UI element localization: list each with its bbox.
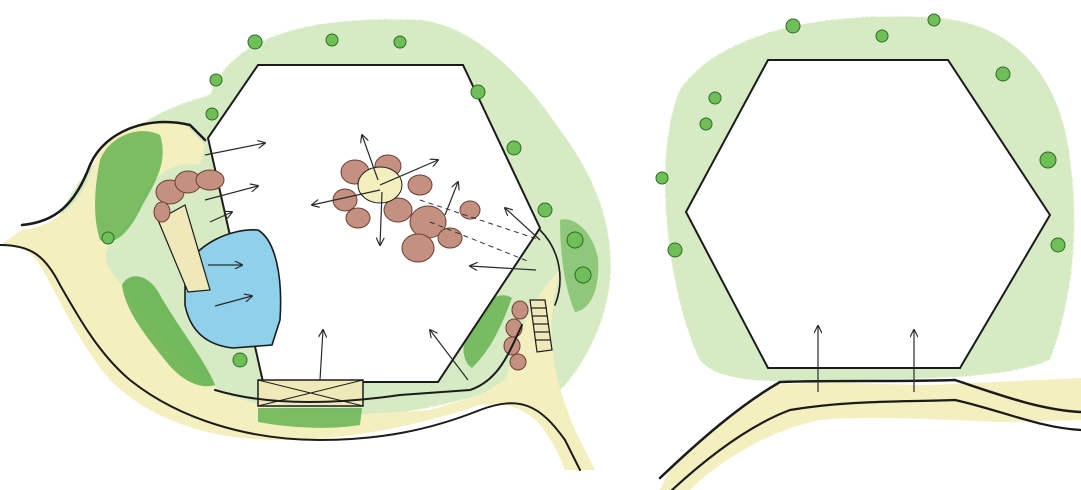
right-path-band [660, 378, 1081, 490]
left-plan [0, 19, 611, 470]
right-plan [656, 14, 1081, 490]
